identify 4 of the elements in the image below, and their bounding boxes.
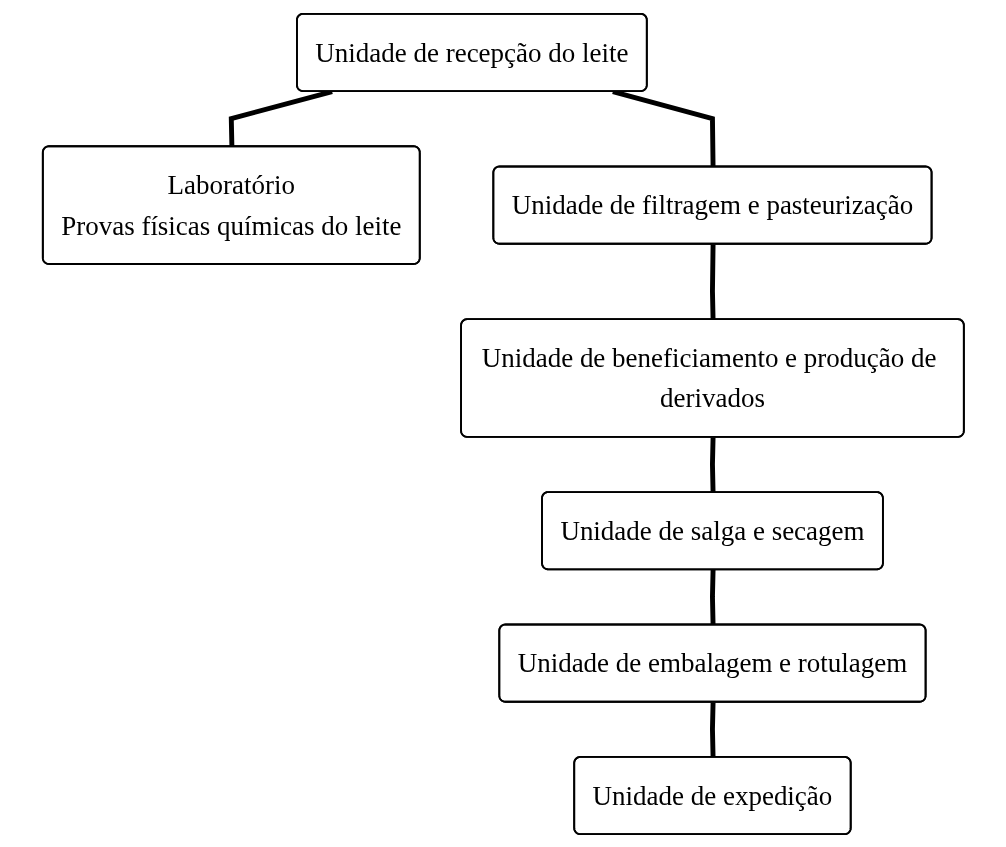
connector — [709, 436, 716, 493]
connector — [709, 569, 716, 625]
connector — [709, 701, 716, 758]
connector — [709, 243, 716, 320]
